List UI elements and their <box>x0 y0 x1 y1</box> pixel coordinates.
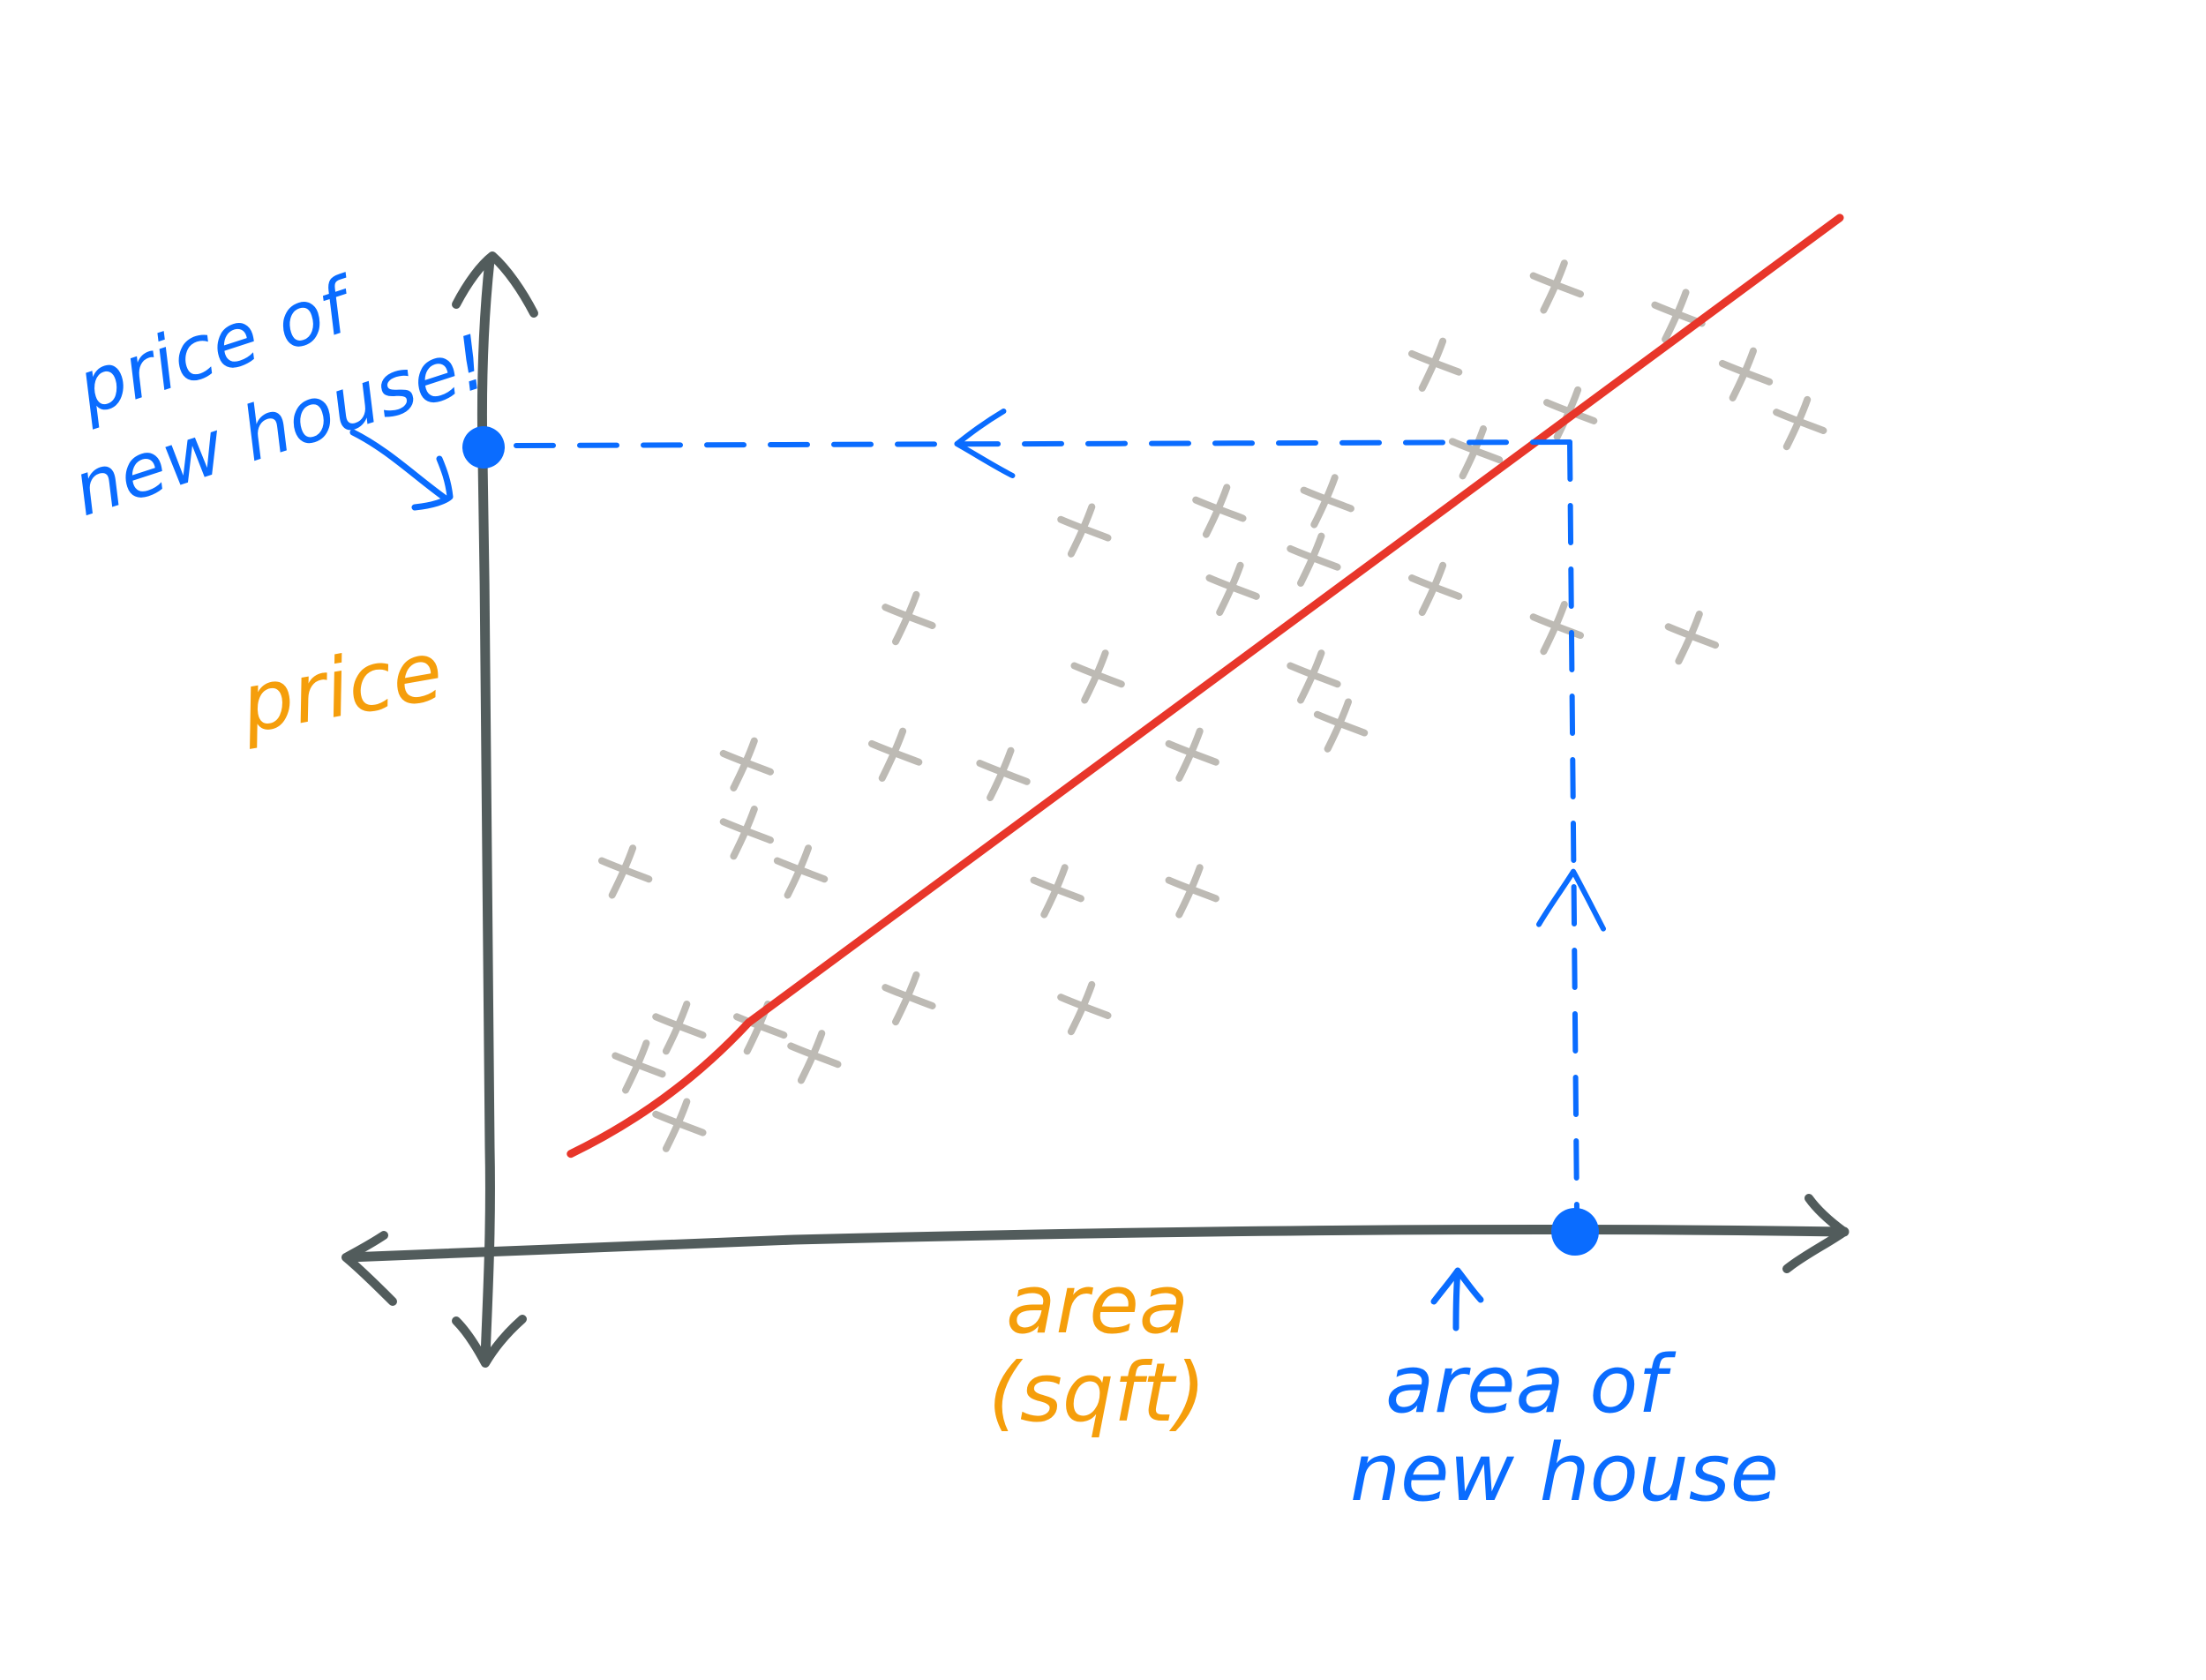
new-area-label-2: new house <box>1350 1427 1779 1519</box>
data-point <box>1300 474 1354 529</box>
data-point <box>652 1098 707 1152</box>
data-point <box>773 844 829 899</box>
up-arrow-icon <box>1536 868 1606 932</box>
regression-line <box>567 214 1844 1159</box>
projection-guides <box>349 409 1606 1331</box>
x-axis <box>343 1224 1850 1263</box>
data-point <box>1773 395 1827 451</box>
x-axis-unit-label: (sqft) <box>988 1346 1206 1440</box>
data-point <box>787 1030 842 1084</box>
data-point <box>1192 484 1247 538</box>
data-point <box>1529 259 1584 314</box>
data-point <box>1287 532 1341 587</box>
data-point <box>1165 727 1219 782</box>
data-point <box>598 844 653 899</box>
data-point <box>1057 503 1112 558</box>
axes <box>341 251 1850 1368</box>
data-point <box>1529 600 1584 656</box>
data-point <box>882 971 936 1026</box>
data-points <box>598 259 1827 1152</box>
horizontal-projection-line <box>512 439 1572 448</box>
data-point <box>1165 864 1219 919</box>
data-point <box>1664 611 1719 665</box>
price-pointer-arrow <box>349 429 454 511</box>
data-point <box>1718 347 1774 401</box>
new-area-label: area of <box>1385 1339 1677 1431</box>
data-point <box>1408 561 1463 617</box>
data-point <box>882 590 936 646</box>
area-pointer-arrow <box>1430 1267 1484 1331</box>
data-point <box>1057 980 1112 1036</box>
x-axis-label: area <box>1006 1257 1189 1352</box>
x-axis-arrow-right <box>1782 1194 1849 1273</box>
y-axis-label: price <box>233 624 449 752</box>
y-axis-arrow-bottom <box>452 1315 527 1368</box>
data-point <box>652 1001 707 1055</box>
data-point <box>1448 425 1504 480</box>
y-axis-arrow-top <box>452 251 538 318</box>
data-point <box>868 727 923 782</box>
x-axis-arrow-left <box>341 1231 397 1306</box>
left-arrow-icon <box>954 409 1016 478</box>
data-point <box>719 737 774 791</box>
data-point <box>1408 337 1463 392</box>
data-point <box>612 1039 666 1094</box>
data-point <box>1030 864 1084 919</box>
data-point <box>976 746 1031 801</box>
data-point <box>1205 561 1260 617</box>
data-point <box>1287 649 1341 704</box>
data-point <box>719 806 774 860</box>
y-axis <box>476 255 495 1364</box>
data-point <box>1070 649 1125 704</box>
data-point <box>1313 698 1369 753</box>
predicted-price-marker <box>462 426 505 469</box>
new-area-marker <box>1551 1208 1599 1256</box>
vertical-projection-line <box>1567 439 1579 1215</box>
